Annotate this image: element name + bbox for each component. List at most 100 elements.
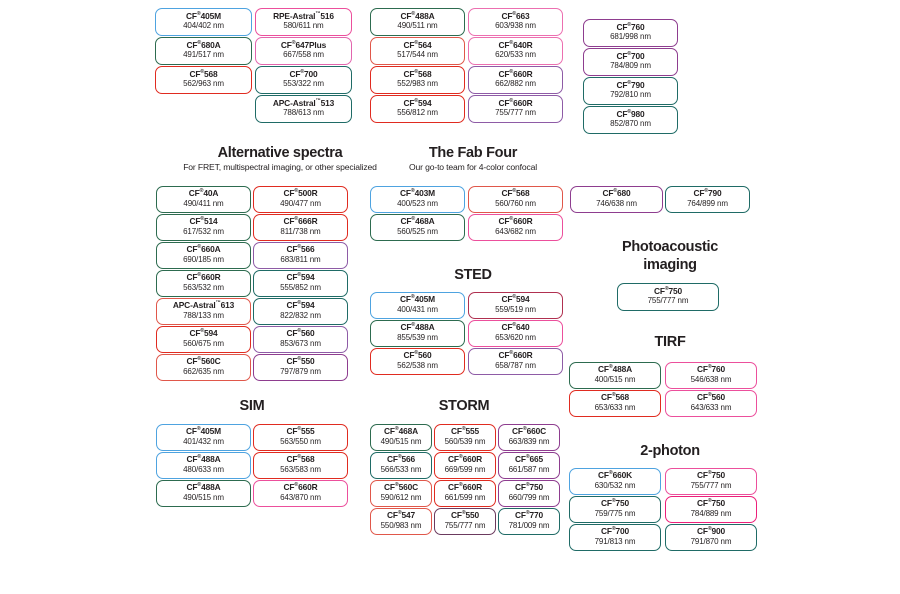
dye-spectra-values: 491/517 nm: [183, 50, 224, 60]
dye-spectra-values: 563/532 nm: [183, 282, 224, 292]
dye-spectra-values: 563/550 nm: [280, 436, 321, 446]
trademark-mark: ®: [397, 454, 402, 461]
trademark-mark: ®: [608, 470, 613, 477]
trademark-mark: ®: [196, 426, 201, 433]
section-title-storm: STORM: [438, 398, 490, 414]
trademark-mark: ®: [297, 300, 302, 307]
dye-spectra-values: 400/515 nm: [594, 374, 636, 384]
dye-spectra-values: 560/539 nm: [444, 436, 486, 446]
dye-name: CF®660K: [598, 470, 632, 481]
dye-spectra-values: 552/983 nm: [397, 79, 438, 89]
trademark-mark: ®: [410, 188, 415, 195]
dye-spectra-values: 560/675 nm: [183, 338, 224, 348]
dye-spectra-values: 755/777 nm: [647, 296, 689, 306]
trademark-mark: ®: [522, 426, 527, 433]
dye-spectra-values: 661/599 nm: [444, 492, 486, 502]
trademark-mark: ®: [627, 80, 632, 87]
dye-name: CF®594: [189, 328, 218, 339]
dye-name: CF®680A: [186, 39, 221, 50]
dye-name: CF®488A: [186, 454, 221, 465]
trademark-mark: ®: [297, 328, 302, 335]
trademark-mark: ®: [394, 482, 399, 489]
dye-spectra-values: 643/633 nm: [690, 402, 732, 412]
dye-spectra-values: 792/810 nm: [610, 90, 651, 100]
dye-name: CF®660R: [498, 350, 533, 361]
